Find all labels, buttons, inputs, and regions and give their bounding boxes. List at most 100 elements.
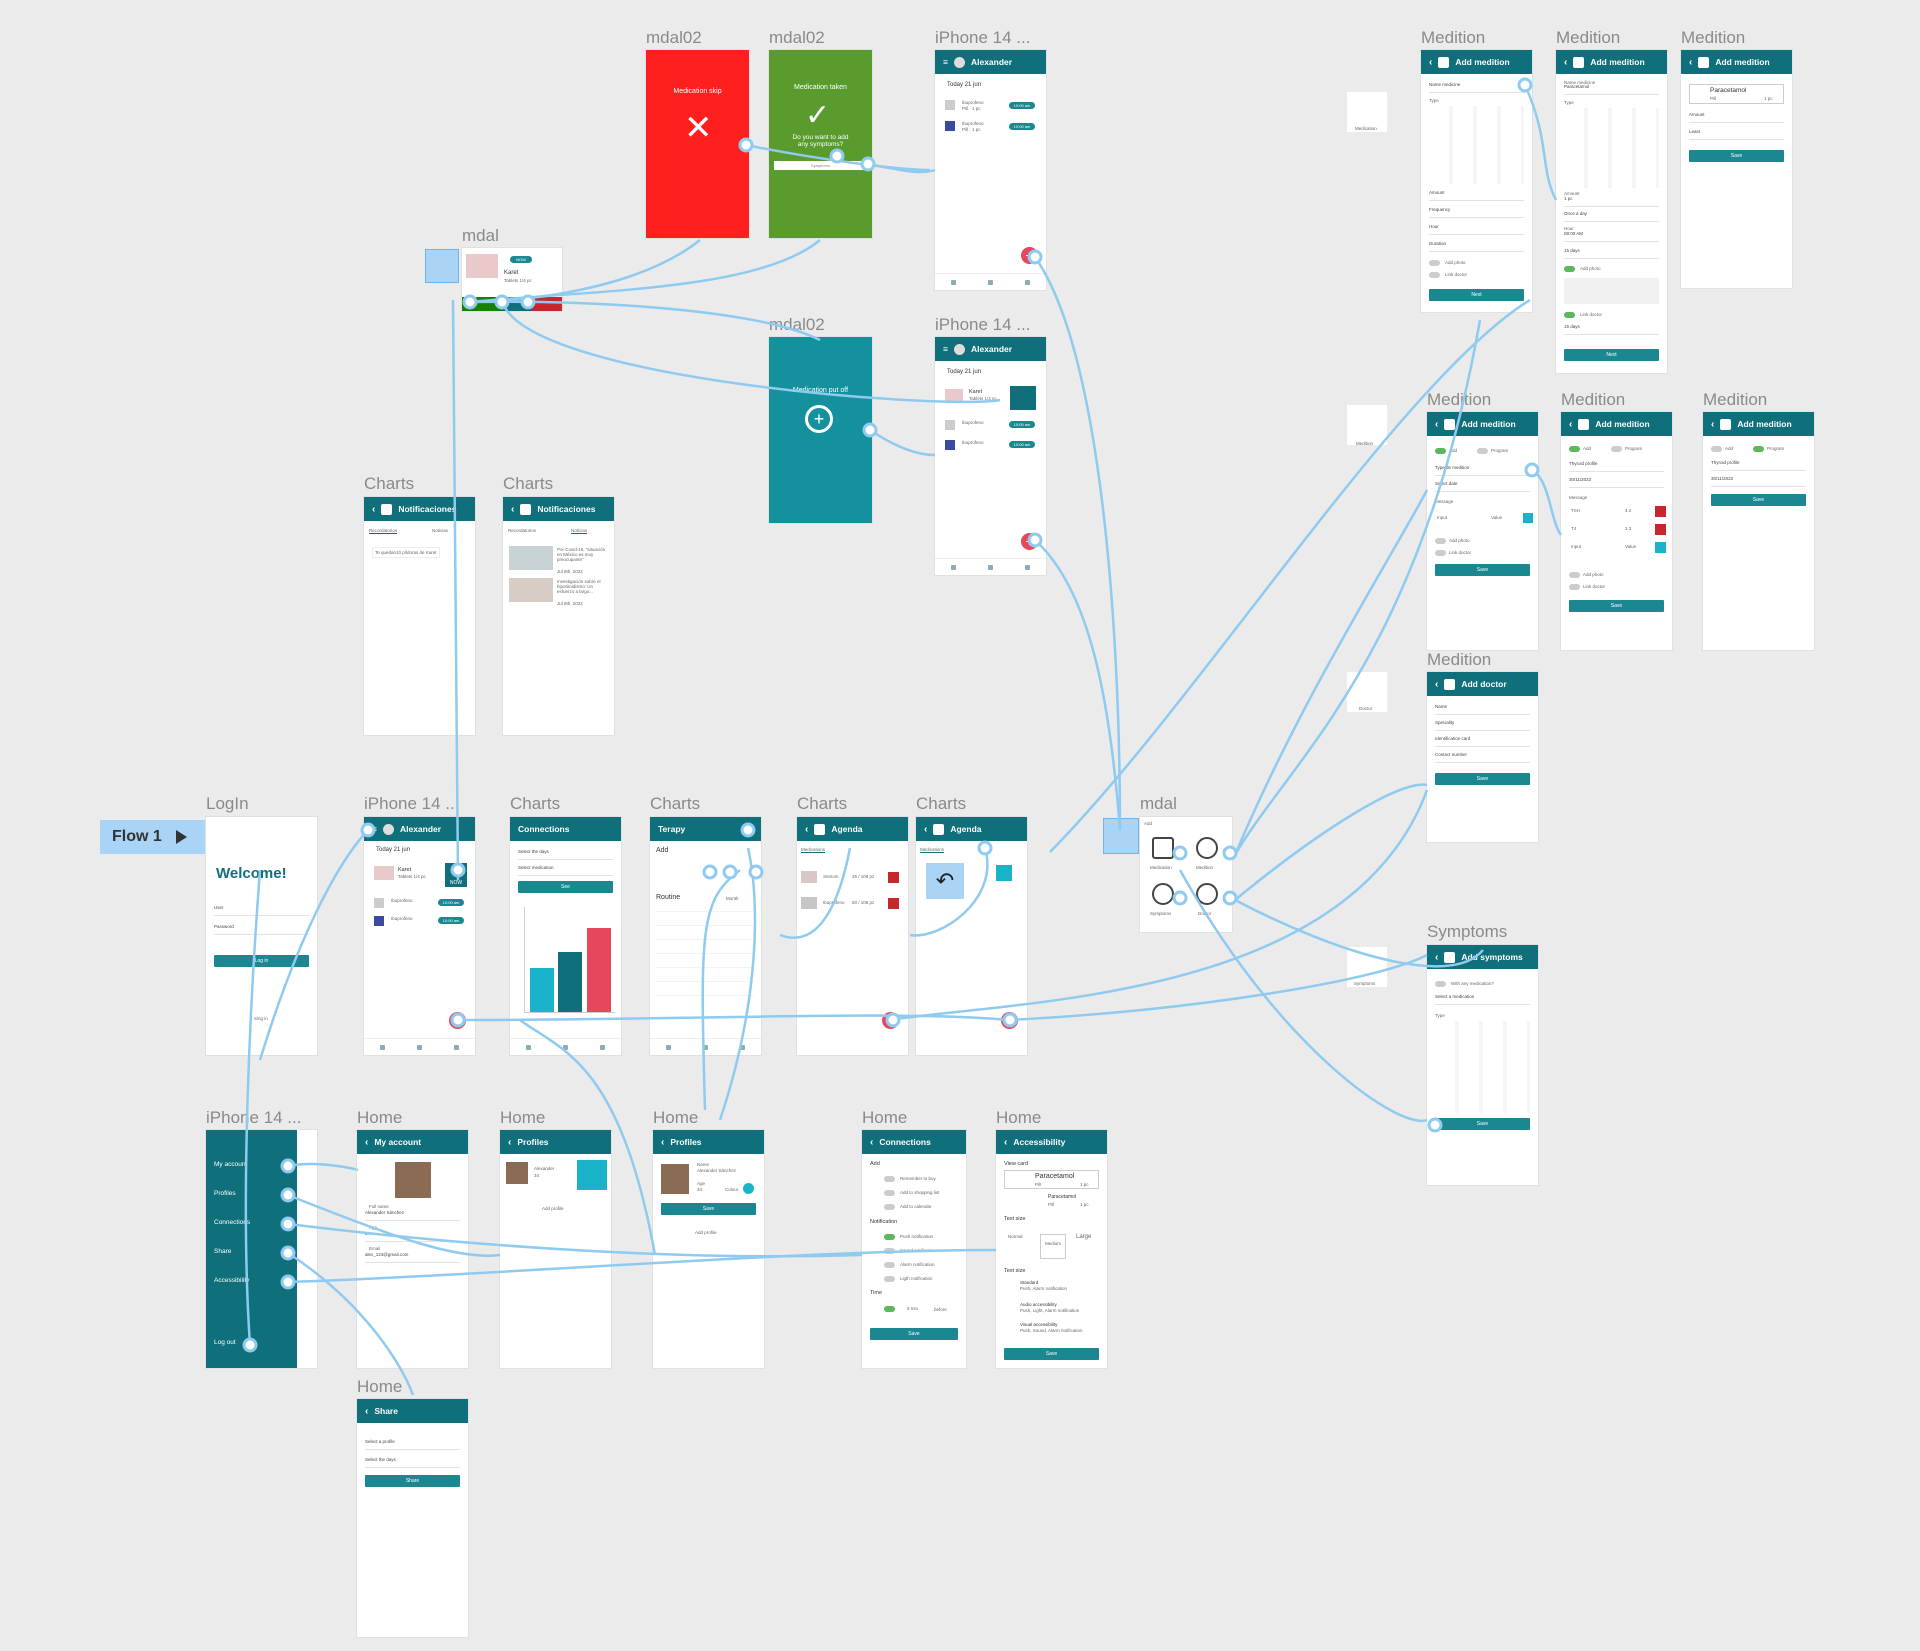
name-field[interactable]: Name medicine: [1429, 82, 1524, 93]
size-large[interactable]: Large: [1076, 1234, 1092, 1240]
speciality-field[interactable]: Speciality: [1435, 720, 1530, 731]
save-button[interactable]: Save: [1711, 494, 1806, 506]
share-button[interactable]: Share: [365, 1475, 460, 1487]
back-icon[interactable]: ‹: [924, 823, 928, 835]
back-icon[interactable]: ‹: [805, 823, 809, 835]
medication-icon[interactable]: [1152, 837, 1174, 859]
medition-icon[interactable]: [1196, 837, 1218, 859]
toggle[interactable]: [1564, 266, 1575, 272]
duration-field[interactable]: Duration: [1429, 241, 1524, 252]
save-button[interactable]: Save: [1435, 773, 1530, 785]
medication-select[interactable]: Select medication: [518, 865, 613, 876]
delete-icon[interactable]: [888, 872, 899, 883]
duration-field[interactable]: 15 days: [1564, 324, 1659, 335]
menu-item-my-account[interactable]: My account: [214, 1161, 248, 1168]
hour-field[interactable]: Hour: [1429, 224, 1524, 235]
menu-item-share[interactable]: Share: [214, 1248, 232, 1255]
add-fab[interactable]: +: [1001, 1012, 1018, 1029]
nav-routine-icon[interactable]: [380, 1044, 385, 1050]
nav-routine-icon[interactable]: [526, 1044, 531, 1050]
back-icon[interactable]: ‹: [1004, 1136, 1008, 1148]
close-icon[interactable]: ✕: [684, 109, 713, 147]
back-icon[interactable]: ‹: [1435, 678, 1439, 690]
symptom-grid[interactable]: [1435, 1021, 1530, 1113]
back-icon[interactable]: ‹: [1689, 56, 1693, 68]
age-value[interactable]: 34: [697, 1187, 703, 1192]
doctor-icon[interactable]: [1196, 883, 1218, 905]
type-grid[interactable]: [1429, 106, 1524, 184]
nav-terapy-icon[interactable]: [988, 279, 993, 285]
amount-field[interactable]: Amount: [1429, 190, 1524, 201]
nav-terapy-icon[interactable]: [703, 1044, 708, 1050]
toggle[interactable]: [884, 1204, 895, 1210]
amount-field[interactable]: 1 pc: [1564, 196, 1659, 207]
tab-news[interactable]: Noticias: [432, 528, 449, 533]
toggle[interactable]: [1435, 981, 1446, 987]
nav-routine-icon[interactable]: [666, 1044, 671, 1050]
menu-icon[interactable]: ≡: [943, 57, 948, 67]
hour-field[interactable]: 08:00 AM: [1564, 231, 1659, 242]
back-icon[interactable]: ‹: [1429, 56, 1433, 68]
add-input-button[interactable]: [1655, 542, 1666, 553]
menu-icon[interactable]: ≡: [943, 344, 948, 354]
tab-medications[interactable]: Medications: [920, 847, 945, 853]
add-fab[interactable]: +: [1021, 247, 1038, 264]
back-icon[interactable]: ‹: [1435, 951, 1439, 963]
nav-charts-icon[interactable]: [454, 1044, 459, 1050]
nav-charts-icon[interactable]: [1025, 279, 1030, 285]
menu-item-accessibility[interactable]: Accessibility: [214, 1277, 250, 1284]
colour-swatch[interactable]: [743, 1183, 754, 1194]
back-icon[interactable]: ‹: [870, 1136, 874, 1148]
add-profile[interactable]: Add profile: [542, 1206, 564, 1211]
type-field[interactable]: Type de medition: [1435, 465, 1530, 476]
add-fab[interactable]: +: [1021, 533, 1038, 550]
toggle[interactable]: [1435, 550, 1446, 556]
toggle[interactable]: [884, 1190, 895, 1196]
option-title[interactable]: Audio accessibility: [1020, 1302, 1057, 1307]
back-icon[interactable]: ‹: [511, 503, 515, 515]
nav-charts-icon[interactable]: [1025, 564, 1030, 570]
back-icon[interactable]: ‹: [365, 1136, 369, 1148]
menu-item-profiles[interactable]: Profiles: [214, 1190, 236, 1197]
frequency-field[interactable]: Once a day: [1564, 211, 1659, 222]
save-button[interactable]: Save: [1569, 600, 1664, 612]
add-profile[interactable]: Add profile: [695, 1230, 717, 1235]
profile-color[interactable]: [577, 1160, 607, 1190]
toggle[interactable]: [1435, 448, 1446, 454]
reminder-item[interactable]: Te quedan10 píldoras de Karet: [372, 547, 440, 558]
save-button[interactable]: Save: [1689, 150, 1784, 162]
back-icon[interactable]: ‹: [1569, 418, 1573, 430]
email-field[interactable]: alex_124@gmail.com: [365, 1252, 460, 1263]
login-button[interactable]: Log in: [214, 955, 309, 967]
days-select[interactable]: Select the days: [518, 849, 613, 860]
option-title[interactable]: Visual accessibility: [1020, 1322, 1058, 1327]
contact-field[interactable]: Contact number: [1435, 752, 1530, 763]
symptoms-icon[interactable]: [1152, 883, 1174, 905]
toggle[interactable]: [1477, 448, 1488, 454]
add-input-button[interactable]: [1523, 513, 1533, 523]
nav-routine-icon[interactable]: [951, 564, 956, 570]
profile-field[interactable]: Thyroid profile: [1711, 460, 1806, 471]
add-fab[interactable]: +: [449, 1012, 466, 1029]
menu-icon[interactable]: ≡: [372, 824, 377, 834]
user-field[interactable]: User: [214, 905, 309, 916]
save-button[interactable]: Save: [870, 1328, 958, 1340]
med-card[interactable]: Paracetamol Pill 1 pc: [1689, 84, 1784, 104]
duration-field[interactable]: 15 days: [1564, 248, 1659, 259]
month-select[interactable]: Month: [726, 896, 739, 901]
add-fab[interactable]: +: [882, 1012, 899, 1029]
back-icon[interactable]: ‹: [372, 503, 376, 515]
toggle[interactable]: [884, 1234, 895, 1240]
toggle[interactable]: [884, 1276, 895, 1282]
toggle[interactable]: [1753, 446, 1764, 452]
type-grid[interactable]: [1564, 108, 1659, 188]
see-button[interactable]: See: [518, 881, 613, 893]
frequency-field[interactable]: Frequency: [1429, 207, 1524, 218]
name-field[interactable]: Paracetamol: [1564, 84, 1659, 95]
logout-button[interactable]: Log out: [214, 1339, 236, 1346]
tab-reminders[interactable]: Recordatorios: [508, 528, 537, 533]
back-icon[interactable]: ‹: [1435, 418, 1439, 430]
toggle[interactable]: [884, 1176, 895, 1182]
id-card-field[interactable]: Identification card: [1435, 736, 1530, 747]
toggle[interactable]: [884, 1262, 895, 1268]
